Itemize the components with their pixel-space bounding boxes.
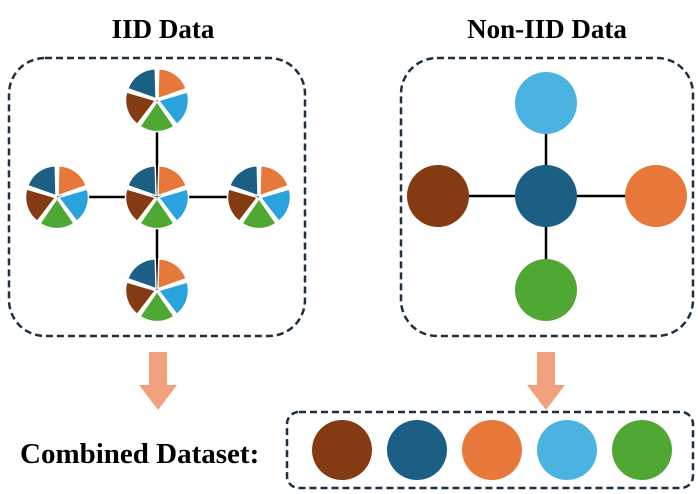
combined-dataset-circles	[312, 420, 672, 480]
pie-slice	[126, 67, 157, 100]
pie-slice	[57, 164, 88, 197]
pie-slice	[157, 188, 190, 223]
pie-slice	[259, 164, 290, 197]
combined-circle-5	[612, 420, 672, 480]
combined-circle-3	[462, 420, 522, 480]
non-iid-node-center	[515, 165, 577, 227]
pie-slice	[138, 100, 176, 133]
combined-circle-1	[312, 420, 372, 480]
iid-pie-node-right	[226, 164, 292, 230]
pie-slice	[157, 257, 188, 290]
pie-slice	[124, 281, 157, 316]
pie-slice	[157, 281, 190, 316]
iid-pie-node-top	[124, 67, 190, 133]
pie-slice	[124, 91, 157, 126]
pie-slice	[138, 290, 176, 323]
combined-circle-4	[537, 420, 597, 480]
iid-title: IID Data	[112, 14, 215, 44]
combined-dataset-box	[285, 410, 695, 490]
combined-circle-2	[387, 420, 447, 480]
iid-panel-box	[7, 56, 307, 338]
non-iid-node-right	[625, 165, 687, 227]
non-iid-title: Non-IID Data	[467, 14, 627, 44]
pie-slice	[228, 164, 259, 197]
non-iid-node-left	[407, 165, 469, 227]
pie-slice	[124, 188, 157, 223]
pie-slice	[38, 197, 76, 230]
pie-slice	[157, 67, 188, 100]
pie-slice	[157, 164, 188, 197]
non-iid-down-arrow	[527, 352, 565, 410]
pie-slice	[24, 188, 57, 223]
pie-slice	[126, 164, 157, 197]
non-iid-panel-box	[399, 56, 695, 338]
iid-down-arrow	[139, 352, 177, 410]
pie-slice	[226, 188, 259, 223]
non-iid-node-bottom	[515, 259, 577, 321]
pie-slice	[126, 257, 157, 290]
iid-pie-node-left	[24, 164, 90, 230]
iid-pie-nodes	[24, 67, 292, 323]
iid-pie-node-bottom	[124, 257, 190, 323]
pie-slice	[259, 188, 292, 223]
pie-slice	[26, 164, 57, 197]
combined-dataset-label: Combined Dataset:	[20, 438, 259, 470]
iid-pie-node-center	[124, 164, 190, 230]
pie-slice	[157, 91, 190, 126]
non-iid-node-top	[515, 72, 577, 134]
pie-slice	[240, 197, 278, 230]
pie-slice	[138, 197, 176, 230]
pie-slice	[57, 188, 90, 223]
